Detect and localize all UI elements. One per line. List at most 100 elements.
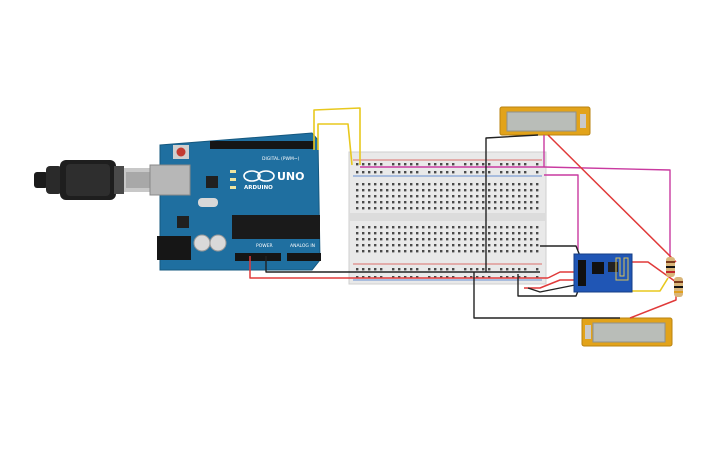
breadboard-hole[interactable] (512, 250, 515, 253)
breadboard-hole[interactable] (476, 226, 479, 229)
breadboard-hole[interactable] (530, 183, 533, 186)
breadboard-hole[interactable] (518, 276, 521, 279)
breadboard-hole[interactable] (410, 189, 413, 192)
power-header[interactable] (235, 253, 281, 261)
breadboard-hole[interactable] (446, 189, 449, 192)
breadboard-hole[interactable] (356, 207, 359, 210)
breadboard-hole[interactable] (458, 244, 461, 247)
breadboard-hole[interactable] (512, 268, 515, 271)
breadboard-hole[interactable] (374, 189, 377, 192)
breadboard-hole[interactable] (440, 171, 443, 174)
breadboard-hole[interactable] (512, 183, 515, 186)
breadboard-hole[interactable] (356, 201, 359, 204)
breadboard-hole[interactable] (368, 183, 371, 186)
breadboard-hole[interactable] (440, 195, 443, 198)
breadboard-hole[interactable] (416, 250, 419, 253)
breadboard-hole[interactable] (362, 189, 365, 192)
breadboard-hole[interactable] (524, 250, 527, 253)
breadboard-hole[interactable] (404, 183, 407, 186)
breadboard-hole[interactable] (506, 189, 509, 192)
breadboard-hole[interactable] (356, 276, 359, 279)
breadboard-hole[interactable] (368, 238, 371, 241)
breadboard-hole[interactable] (368, 250, 371, 253)
breadboard-hole[interactable] (536, 201, 539, 204)
wire-black[interactable] (540, 245, 581, 257)
breadboard-hole[interactable] (362, 171, 365, 174)
breadboard-hole[interactable] (428, 226, 431, 229)
breadboard-hole[interactable] (518, 238, 521, 241)
breadboard-hole[interactable] (440, 207, 443, 210)
breadboard-hole[interactable] (404, 250, 407, 253)
breadboard-hole[interactable] (404, 189, 407, 192)
breadboard-hole[interactable] (494, 232, 497, 235)
breadboard-hole[interactable] (404, 238, 407, 241)
wire-yellow[interactable] (313, 107, 361, 165)
breadboard-hole[interactable] (500, 244, 503, 247)
breadboard-hole[interactable] (422, 244, 425, 247)
breadboard-hole[interactable] (374, 171, 377, 174)
breadboard-hole[interactable] (524, 238, 527, 241)
breadboard-hole[interactable] (374, 276, 377, 279)
breadboard-hole[interactable] (464, 201, 467, 204)
breadboard-hole[interactable] (518, 183, 521, 186)
breadboard-hole[interactable] (362, 163, 365, 166)
breadboard-hole[interactable] (500, 250, 503, 253)
breadboard-hole[interactable] (512, 163, 515, 166)
breadboard-hole[interactable] (422, 250, 425, 253)
breadboard-hole[interactable] (488, 268, 491, 271)
breadboard-hole[interactable] (470, 232, 473, 235)
breadboard-hole[interactable] (356, 238, 359, 241)
breadboard-hole[interactable] (488, 244, 491, 247)
breadboard-hole[interactable] (464, 163, 467, 166)
breadboard-hole[interactable] (404, 207, 407, 210)
breadboard-hole[interactable] (440, 189, 443, 192)
breadboard-hole[interactable] (488, 276, 491, 279)
breadboard-hole[interactable] (482, 238, 485, 241)
breadboard-hole[interactable] (392, 250, 395, 253)
breadboard-hole[interactable] (428, 207, 431, 210)
breadboard-hole[interactable] (368, 201, 371, 204)
breadboard-hole[interactable] (488, 189, 491, 192)
breadboard-hole[interactable] (476, 183, 479, 186)
breadboard-hole[interactable] (452, 163, 455, 166)
breadboard-hole[interactable] (500, 207, 503, 210)
breadboard-hole[interactable] (506, 171, 509, 174)
breadboard-hole[interactable] (386, 207, 389, 210)
breadboard-hole[interactable] (530, 207, 533, 210)
breadboard-hole[interactable] (464, 268, 467, 271)
breadboard-hole[interactable] (536, 232, 539, 235)
breadboard-hole[interactable] (398, 201, 401, 204)
breadboard-hole[interactable] (392, 226, 395, 229)
breadboard-hole[interactable] (488, 195, 491, 198)
breadboard-hole[interactable] (488, 250, 491, 253)
breadboard-hole[interactable] (464, 171, 467, 174)
breadboard-hole[interactable] (476, 268, 479, 271)
breadboard-hole[interactable] (416, 195, 419, 198)
breadboard-hole[interactable] (494, 201, 497, 204)
breadboard-hole[interactable] (458, 232, 461, 235)
breadboard-hole[interactable] (422, 189, 425, 192)
breadboard-hole[interactable] (440, 268, 443, 271)
breadboard-hole[interactable] (410, 226, 413, 229)
breadboard-hole[interactable] (428, 276, 431, 279)
breadboard-hole[interactable] (506, 238, 509, 241)
breadboard-hole[interactable] (368, 276, 371, 279)
breadboard-hole[interactable] (416, 183, 419, 186)
breadboard-hole[interactable] (410, 195, 413, 198)
breadboard-hole[interactable] (434, 201, 437, 204)
breadboard-hole[interactable] (386, 232, 389, 235)
breadboard-hole[interactable] (506, 226, 509, 229)
breadboard-hole[interactable] (428, 250, 431, 253)
breadboard-hole[interactable] (470, 201, 473, 204)
breadboard-hole[interactable] (476, 238, 479, 241)
breadboard-hole[interactable] (380, 226, 383, 229)
breadboard-hole[interactable] (392, 232, 395, 235)
breadboard-hole[interactable] (440, 163, 443, 166)
breadboard-hole[interactable] (458, 183, 461, 186)
breadboard-hole[interactable] (380, 276, 383, 279)
breadboard-hole[interactable] (446, 238, 449, 241)
breadboard-hole[interactable] (374, 232, 377, 235)
breadboard-hole[interactable] (458, 207, 461, 210)
breadboard-hole[interactable] (452, 207, 455, 210)
breadboard-hole[interactable] (476, 244, 479, 247)
